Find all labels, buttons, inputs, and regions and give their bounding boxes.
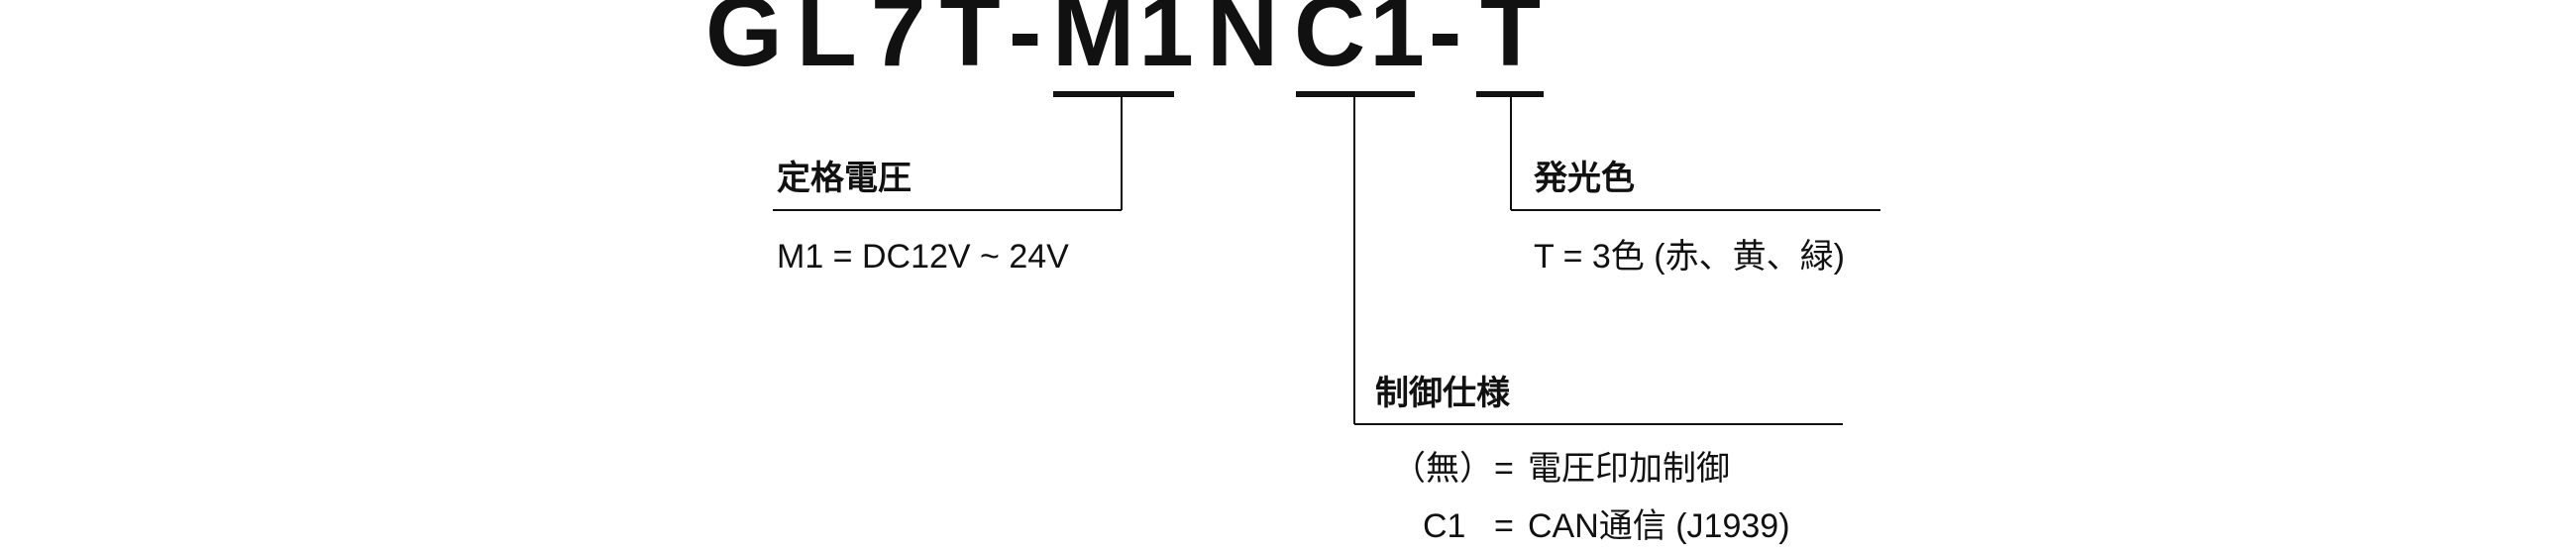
emission-color-heading: 発光色 xyxy=(1534,159,1635,198)
rated-voltage-heading: 定格電圧 xyxy=(777,159,912,198)
model-code-voltage: M1 xyxy=(1052,0,1198,87)
control-option-eq: = xyxy=(1494,450,1514,488)
model-code-mid: N xyxy=(1207,0,1279,87)
control-option-code: （無） xyxy=(1392,450,1493,488)
rated-voltage-value: M1 = DC12V ~ 24V xyxy=(777,238,1069,276)
model-code-dash: - xyxy=(1429,0,1462,87)
model-code-color: T xyxy=(1480,0,1542,87)
control-option-eq: = xyxy=(1494,507,1514,545)
emission-color-value: T = 3色 (赤、黄、緑) xyxy=(1534,238,1845,276)
model-code-prefix: GL7T- xyxy=(705,0,1056,87)
control-option-desc: 電圧印加制御 xyxy=(1528,450,1730,488)
control-option-desc: CAN通信 (J1939) xyxy=(1528,507,1790,545)
control-spec-heading: 制御仕様 xyxy=(1375,374,1510,413)
model-code-control: C1 xyxy=(1294,0,1429,87)
control-option-code: C1 xyxy=(1423,507,1466,545)
